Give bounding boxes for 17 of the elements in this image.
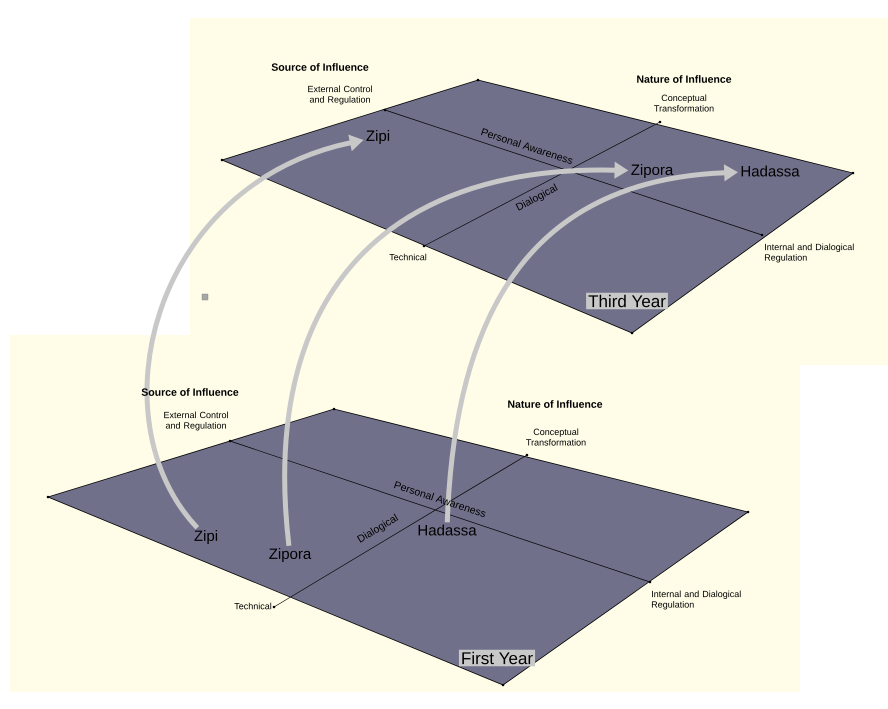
axis-end-label: Internal and Dialogical Regulation <box>652 590 741 610</box>
axis-end-label: Technical <box>389 254 426 260</box>
person-name: Hadassa <box>742 166 800 176</box>
axis-end-label: External Control and Regulation <box>308 86 372 104</box>
axis-end-label: External Control and Regulation <box>164 412 228 430</box>
person-name: Zipora <box>269 548 312 562</box>
person-name: Zipora <box>631 164 674 178</box>
axis-end-label: Technical <box>234 602 272 610</box>
person-name: Zipi <box>194 530 218 544</box>
person-name: Zipi <box>366 130 390 144</box>
axis-end-label: Internal and Dialogical Regulation <box>764 244 854 262</box>
axis-end-label: Conceptual Transformation <box>654 94 714 112</box>
axis-heading: Source of Influence <box>272 63 368 71</box>
axis-heading: Nature of Influence <box>508 400 602 408</box>
axis-heading: Source of Influence <box>142 388 238 396</box>
axis-end-label: Conceptual Transformation <box>526 428 586 446</box>
person-name: Hadassa <box>418 524 477 536</box>
